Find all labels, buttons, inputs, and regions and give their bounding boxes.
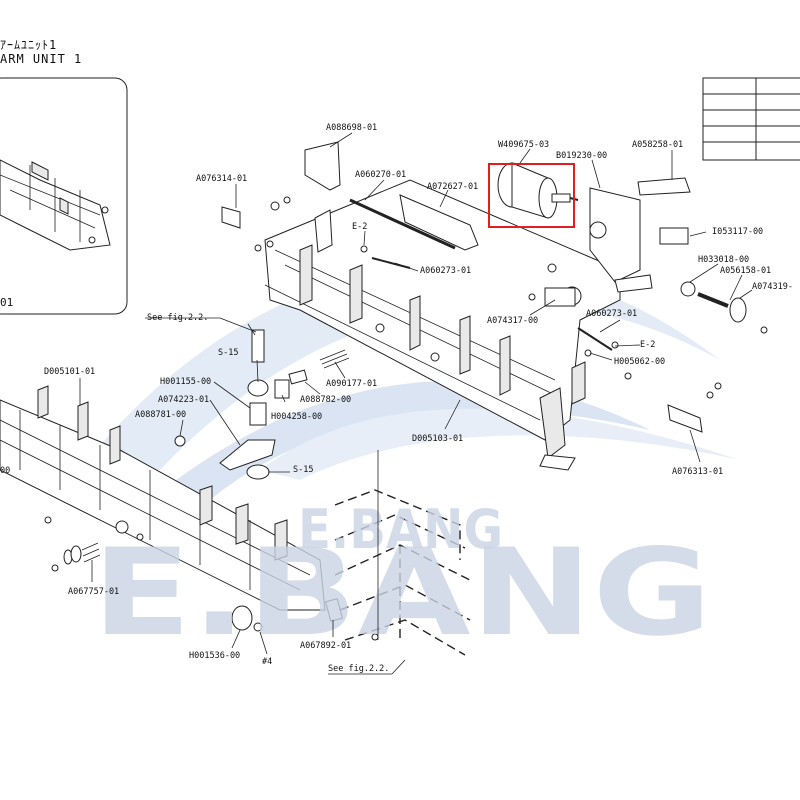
pin-a088782 [288,369,308,385]
label-h004258: H004258-00 [271,412,322,422]
label-a088781: A088781-00 [135,410,186,420]
label-a060273-a: A060273-01 [420,266,471,276]
label-a067757: A067757-01 [68,587,119,597]
lower-frame-d005101 [0,385,326,611]
title-japanese: ｱｰﾑﾕﾆｯﾄ1 [0,38,58,52]
label-a076313: A076313-01 [672,467,723,477]
bracket-a088698 [304,141,341,191]
label-a090177: A090177-01 [326,379,377,389]
inset-arm-sketch [0,159,111,251]
label-h033018: H033018-00 [698,255,749,265]
label-left-00: 00 [0,466,10,476]
label-e2-right: E-2 [640,340,655,350]
watermark-large: E.BANG [92,524,712,663]
main-frame-upper [264,179,621,471]
spring-a090177 [319,349,350,369]
label-a067892: A067892-01 [300,641,351,651]
label-a076314: A076314-01 [196,174,247,184]
label-b019230: B019230-00 [556,151,607,161]
collar-a088781 [174,435,186,447]
gear-a074319 [729,297,747,323]
connector-i053117 [659,227,689,245]
label-i053117: I053117-00 [712,227,763,237]
bracket-a058258 [637,177,691,196]
leader-lines [79,132,753,675]
lever-a074223 [219,439,276,471]
bracket-a076313 [667,404,703,433]
bearing-h033018 [680,281,696,297]
reference-table [702,77,800,161]
label-w409675: W409675-03 [498,140,549,150]
label-a074223: A074223-01 [158,395,209,405]
label-a060270: A060270-01 [355,170,406,180]
label-a074317: A074317-00 [487,316,538,326]
label-s15-a: S-15 [218,348,238,358]
shaft-a056158 [697,292,729,308]
label-a074319: A074319- [752,282,793,292]
label-a072627: A072627-01 [427,182,478,192]
spring-a067757 [63,542,101,565]
ring-s15-b [246,464,270,480]
label-a060273-b: A060273-01 [586,309,637,319]
ring-s15-a [247,379,269,397]
label-hash4: #4 [262,657,272,667]
watermark-small: E.BANG [298,498,503,561]
label-d005101: D005101-01 [44,367,95,377]
roller-h001536 [231,605,253,631]
roller-h004258 [274,379,290,399]
highlight-box [488,163,575,228]
title-english: ARM UNIT 1 [0,52,83,66]
bracket-b019230 [589,187,641,283]
see-fig-phantom [334,489,471,656]
label-h005062: H005062-00 [614,357,665,367]
pin-a067892 [325,598,343,622]
label-d005103: D005103-01 [412,434,463,444]
shaft-see-fig [251,329,265,363]
label-s15-b: S-15 [293,465,313,475]
label-see-fig-top: See fig.2.2. [147,313,208,323]
rod-a060270 [349,198,456,250]
label-a088782: A088782-00 [300,395,351,405]
part-labels: A088698-01 A076314-01 A060270-01 A072627… [0,123,793,674]
roller-h001155 [249,402,267,426]
label-h001155: H001155-00 [160,377,211,387]
label-e2-top: E-2 [352,222,367,232]
inset-frame [0,77,128,315]
label-h001536: H001536-00 [189,651,240,661]
bracket-a072627 [399,194,479,251]
motor-w409675 [497,162,579,219]
ring-4 [253,622,263,632]
label-see-fig-bottom: See fig.2.2. [328,664,389,674]
label-a056158: A056158-01 [720,266,771,276]
label-a088698: A088698-01 [326,123,377,133]
bracket-a076314 [221,206,241,229]
inset-label: 01 [0,296,13,309]
label-a058258: A058258-01 [632,140,683,150]
pin-a060273-right [577,327,613,351]
